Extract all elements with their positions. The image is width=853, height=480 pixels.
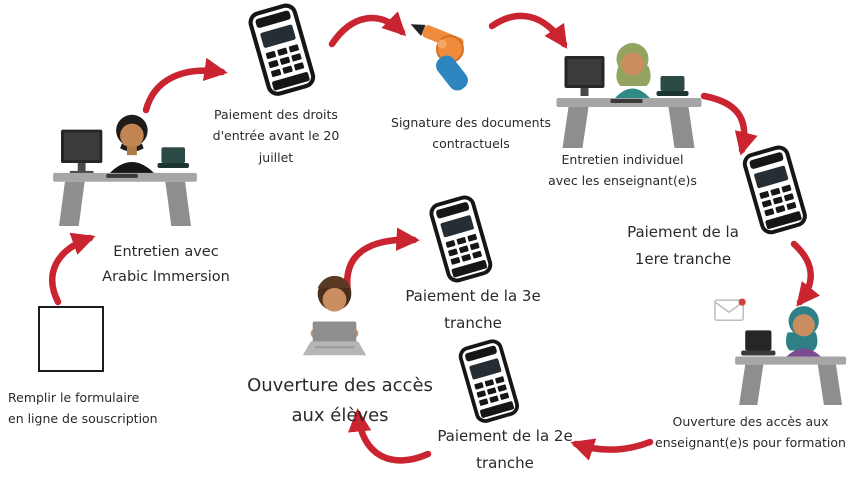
arrow-payment-to-signature [328, 11, 407, 48]
form-square-icon [38, 306, 104, 372]
arrow-teacher-interview-to-tranche1 [700, 92, 758, 156]
teacher-interview-label: Entretien individuel avec les enseignant… [548, 152, 697, 189]
first-installment-label: Paiement de la 1ere tranche [627, 223, 739, 268]
man-at-desk-icon [50, 102, 200, 230]
pos-terminal-entry-fee-icon [236, 2, 328, 106]
arrow-tranche2-to-student-access [348, 408, 432, 464]
second-installment-label: Paiement de la 2e tranche [437, 427, 573, 472]
woman-at-desk-icon [556, 34, 702, 152]
arrow-tranche1-to-teacher-access [790, 240, 821, 307]
pos-terminal-tranche3-icon [416, 194, 506, 292]
student-laptop-icon [286, 272, 382, 376]
contract-signature-label: Signature des documents contractuels [391, 115, 551, 152]
student-access-label: Ouverture des accès aux élèves [247, 375, 433, 426]
arrow-teacher-access-to-tranche2 [570, 438, 654, 461]
entry-fee-payment-label: Paiement des droits d'entrée avant le 20… [212, 107, 340, 165]
arrow-form-to-interview [49, 232, 96, 306]
signing-hand-icon [404, 18, 486, 93]
envelope-icon [714, 298, 746, 321]
arrow-signature-to-teacher-interview [488, 12, 568, 49]
form-step-label: Remplir le formulaire en ligne de souscr… [8, 390, 158, 427]
arrow-interview-to-payment [142, 57, 228, 114]
arrow-student-access-to-tranche3 [343, 227, 420, 296]
interview-arabic-immersion-label: Entretien avec Arabic Immersion [102, 244, 230, 285]
third-installment-label: Paiement de la 3e tranche [405, 287, 541, 332]
woman-at-desk-mail-icon [710, 292, 848, 408]
teacher-access-label: Ouverture des accès aux enseignant(e)s p… [655, 414, 846, 451]
pos-terminal-tranche2-icon [446, 338, 532, 432]
